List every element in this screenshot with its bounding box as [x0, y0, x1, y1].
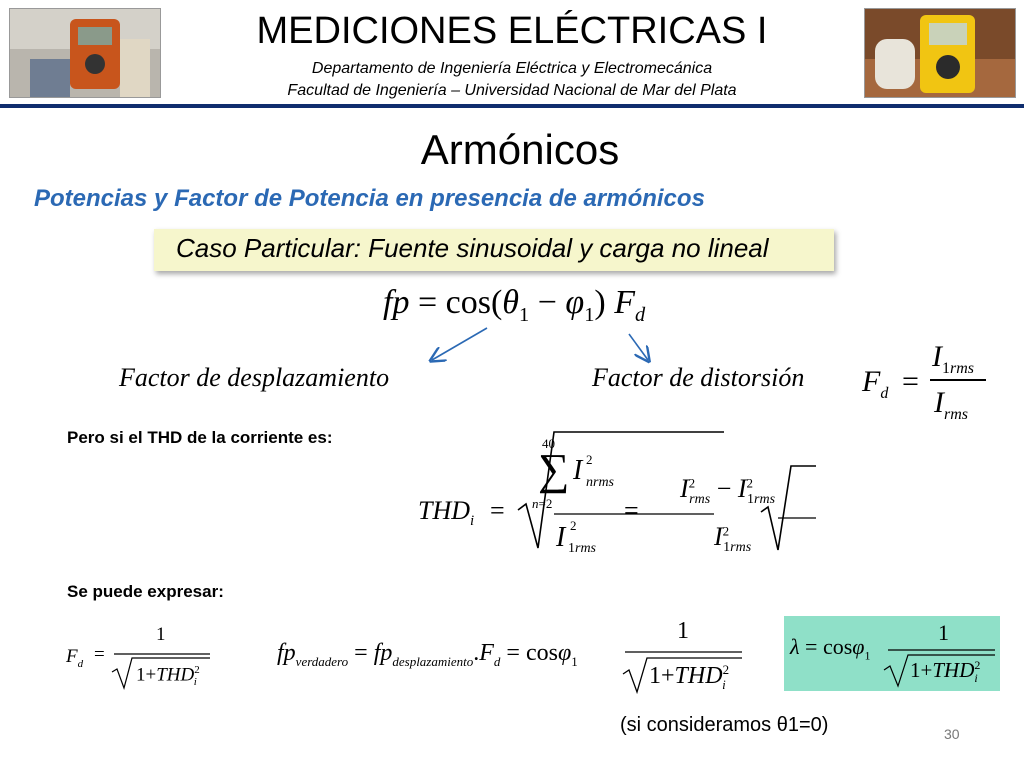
result-highlight-box: [784, 616, 1000, 691]
slide-subtitle: Potencias y Factor de Potencia en presen…: [34, 185, 705, 212]
displacement-factor-label: Factor de desplazamiento: [119, 363, 390, 392]
case-text: Caso Particular: Fuente sinusoidal y car…: [176, 233, 769, 263]
true-power-factor-formula: fpverdadero = fpdesplazamiento.Fd = cosφ…: [277, 618, 747, 698]
lambda-formula: λ = cosφ1 1 1+THD2i: [790, 620, 1000, 690]
case-highlight-box: [154, 229, 834, 271]
distortion-factor-formula: Fd = I1rms Irms: [862, 340, 992, 430]
thd-intro-text: Pero si el THD de la corriente es:: [67, 428, 333, 447]
distortion-factor-label: Factor de distorsión: [592, 363, 805, 392]
course-title: MEDICIONES ELÉCTRICAS I: [256, 10, 768, 52]
header-photo-left: [9, 8, 161, 98]
fd-thd-formula: Fd = 1 1+THD2i: [66, 624, 216, 694]
header-photo-right: [864, 8, 1016, 98]
theta-note: (si consideramos θ1=0): [620, 714, 829, 736]
department-name: Departamento de Ingeniería Eléctrica y E…: [311, 60, 713, 77]
thd-formula: THDi = 40 ∑ n=2 I 2 nrms I 2 1rms = I2rm…: [418, 428, 816, 558]
faculty-name: Facultad de Ingeniería – Universidad Nac…: [287, 82, 737, 99]
express-intro-text: Se puede expresar:: [67, 582, 224, 601]
header-divider: [0, 104, 1024, 108]
power-factor-equation: fp = cos(θ1 − φ1) Fd: [383, 284, 646, 326]
page-number: 30: [944, 726, 960, 742]
arrow-to-displacement: [432, 327, 488, 360]
arrow-to-distortion: [628, 333, 648, 360]
slide-title: Armónicos: [420, 126, 620, 173]
